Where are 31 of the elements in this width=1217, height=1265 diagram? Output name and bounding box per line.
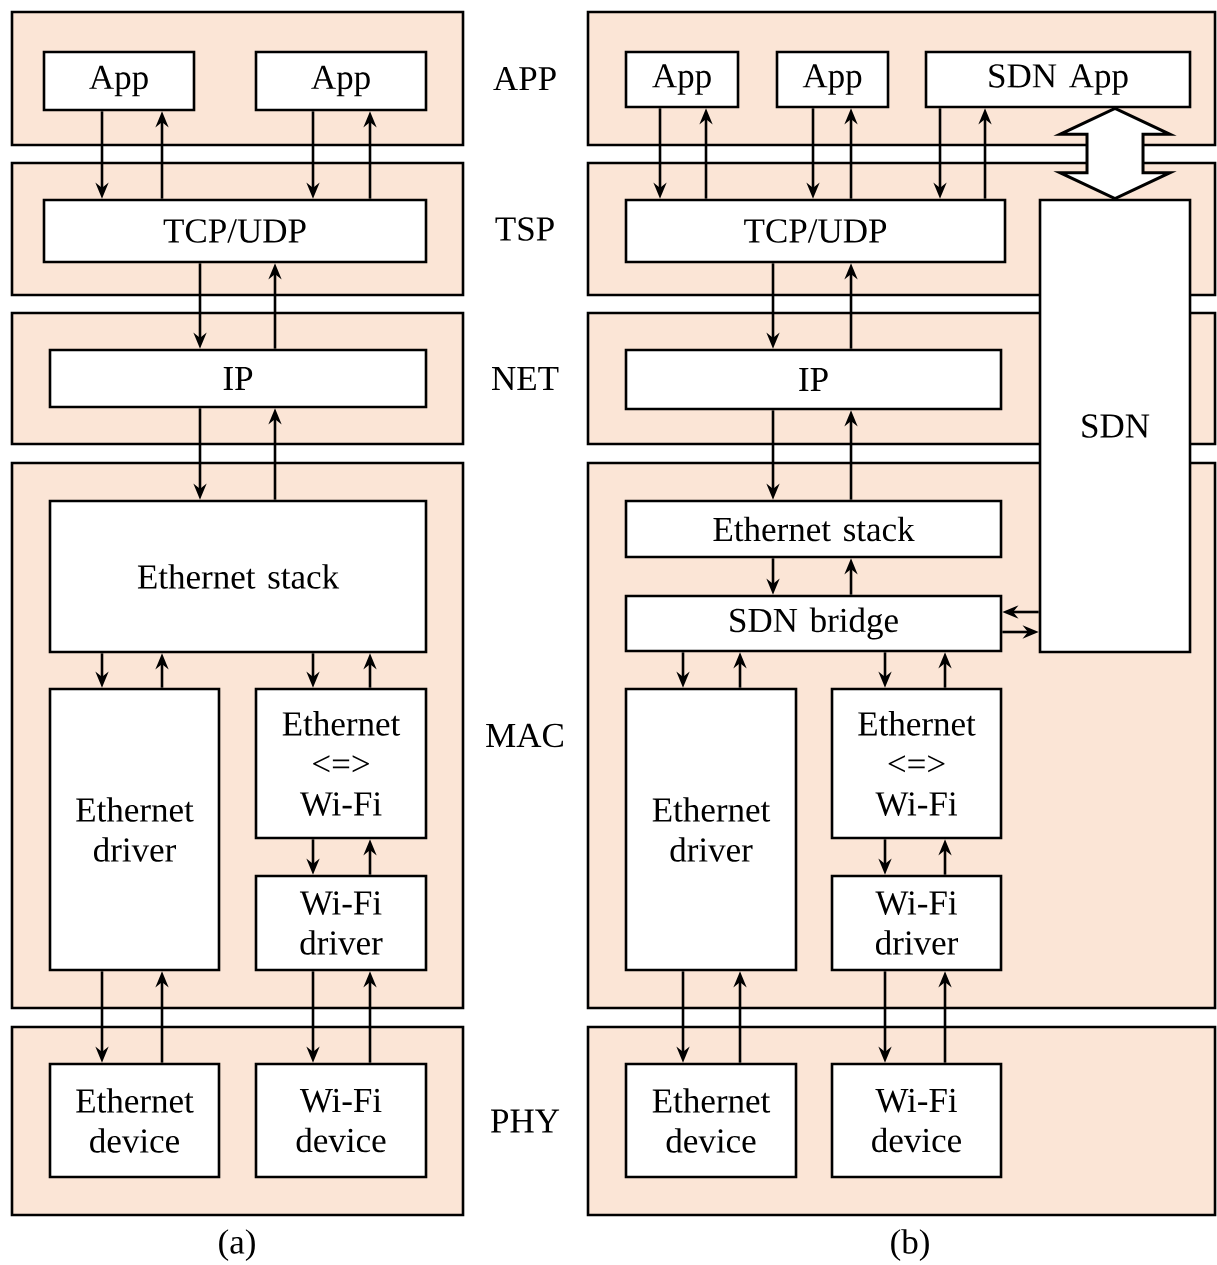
block-box: Wi-Fi driver: [830, 874, 1003, 972]
double-arrow: [1053, 106, 1177, 201]
node-label: MAC: [486, 723, 563, 748]
block-box: Ethernet device: [48, 1062, 221, 1179]
block-box: App: [42, 50, 196, 112]
block-box: Ethernet <=> Wi-Fi: [830, 687, 1003, 840]
block-box: TCP/UDP: [624, 198, 1007, 264]
block-box: Ethernet driver: [48, 687, 221, 972]
panel-label: (b): [891, 1229, 929, 1261]
block-box: Ethernet <=> Wi-Fi: [254, 687, 428, 840]
block-box: Wi-Fi driver: [254, 874, 428, 972]
block-box: Wi-Fi device: [830, 1062, 1003, 1179]
panel-label: (a): [219, 1229, 255, 1261]
block-box: IP: [624, 348, 1003, 411]
block-box: TCP/UDP: [42, 198, 428, 264]
block-box: Ethernet driver: [624, 687, 798, 972]
block-box: SDN App: [924, 50, 1192, 109]
block-box: Wi-Fi device: [254, 1062, 428, 1179]
node-label: APP: [493, 66, 556, 91]
block-box: SDN bridge: [624, 594, 1003, 653]
block-box: IP: [48, 348, 428, 409]
node-label: NET: [491, 367, 559, 390]
block-box: Ethernet device: [624, 1062, 798, 1179]
node-label: PHY: [491, 1109, 560, 1133]
block-box: Ethernet stack: [624, 499, 1003, 559]
block-box: Ethernet stack: [48, 499, 428, 654]
node-label: TSP: [495, 217, 554, 241]
block-box: App: [254, 50, 428, 112]
block-box: SDN: [1038, 198, 1192, 654]
block-box: App: [775, 50, 890, 109]
block-box: App: [624, 50, 740, 109]
